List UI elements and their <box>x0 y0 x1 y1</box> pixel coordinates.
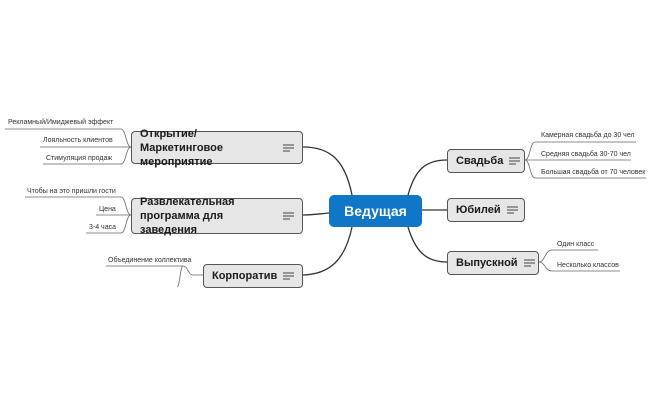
topic-label: Свадьба <box>456 155 504 167</box>
notes-icon <box>501 206 518 214</box>
topic-label: Корпоратив <box>212 270 278 282</box>
topic-wedding[interactable]: Свадьба <box>447 149 525 173</box>
connector-center-corporate <box>302 226 353 276</box>
connector-center-entertainment <box>302 212 330 216</box>
topic-entertainment-program[interactable]: Развлекательная программа для заведения <box>131 196 303 236</box>
topic-label: Открытие/Маркетинговое мероприятие <box>140 127 224 168</box>
central-topic-label: Ведущая <box>344 203 407 219</box>
topic-anniversary[interactable]: Юбилей <box>447 198 525 222</box>
notes-icon <box>518 259 535 267</box>
subtopic-wedding-2[interactable]: Средняя свадьба 30-70 чел <box>541 151 631 158</box>
topic-label: Выпускной <box>456 257 518 269</box>
subtopic-entertainment-3[interactable]: 3-4 часа <box>89 224 116 231</box>
notes-icon <box>503 157 521 165</box>
subtopic-graduation-2[interactable]: Несколько классов <box>557 262 619 269</box>
subtopic-wedding-3[interactable]: Большая свадьба от 70 человек <box>541 169 646 176</box>
subtopic-entertainment-1[interactable]: Чтобы на это пришли гости <box>27 188 116 195</box>
notes-icon <box>277 144 294 152</box>
topic-opening-marketing[interactable]: Открытие/Маркетинговое мероприятие <box>131 128 303 168</box>
topic-graduation[interactable]: Выпускной <box>447 251 539 275</box>
connector-center-graduation <box>407 226 448 263</box>
topic-label: Развлекательная программа для заведения <box>140 196 235 236</box>
topic-corporate[interactable]: Корпоратив <box>203 264 303 288</box>
subtopic-wedding-1[interactable]: Камерная свадьба до 30 чел <box>541 132 635 139</box>
subtopic-entertainment-2[interactable]: Цена <box>99 206 116 213</box>
subtopic-opening-2[interactable]: Лояльность клиентов <box>43 137 113 144</box>
notes-icon <box>277 272 295 280</box>
central-topic[interactable]: Ведущая <box>329 195 422 227</box>
connector-center-wedding <box>407 159 448 196</box>
notes-icon <box>277 212 294 220</box>
subtopic-corporate-1[interactable]: Объединение коллектива <box>108 257 192 264</box>
subtopic-opening-3[interactable]: Стимуляция продаж <box>46 155 113 162</box>
subtopic-opening-1[interactable]: Рекламный/Имиджевый эффект <box>8 119 114 126</box>
subtopic-graduation-1[interactable]: Один класс <box>557 241 595 248</box>
connector-center-opening <box>302 146 353 196</box>
topic-label: Юбилей <box>456 204 501 216</box>
